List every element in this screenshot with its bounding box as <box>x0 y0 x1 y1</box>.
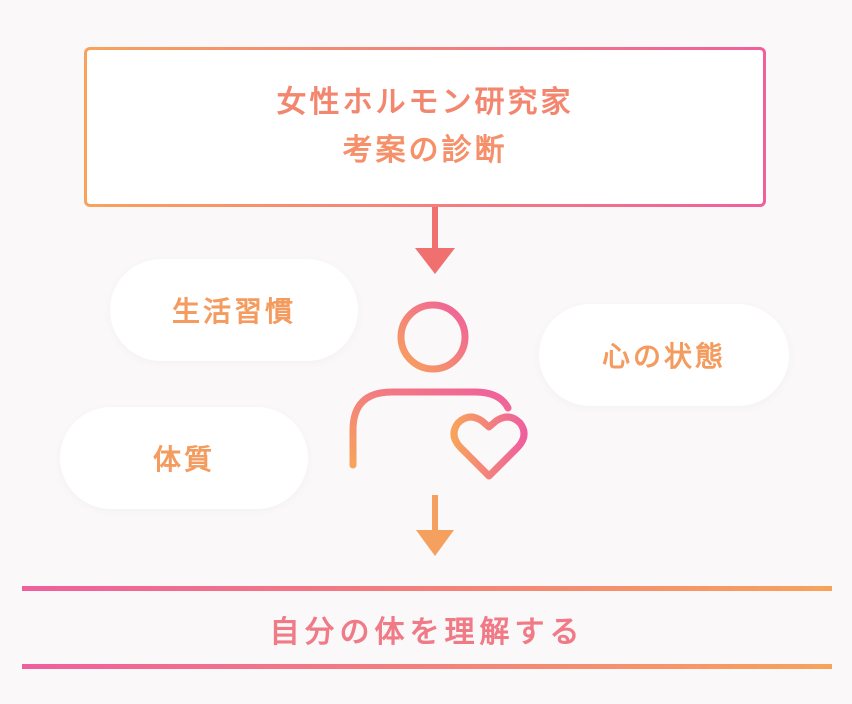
bottom-rule <box>22 664 832 669</box>
understand-body-label: 自分の体を理解する <box>269 615 585 650</box>
title-line-2: 考案の診断 <box>342 133 508 168</box>
factor-lifestyle: 生活習慣 <box>110 259 358 361</box>
factor-constitution: 体質 <box>60 407 308 509</box>
top-rule <box>22 586 832 591</box>
diagnosis-title-box: 女性ホルモン研究家 考案の診断 <box>84 47 766 207</box>
heart-icon <box>450 413 528 480</box>
arrow-down-icon <box>416 495 454 556</box>
factor-mental-state: 心の状態 <box>539 304 789 406</box>
person-icon <box>349 301 512 469</box>
title-line-1: 女性ホルモン研究家 <box>276 85 574 120</box>
